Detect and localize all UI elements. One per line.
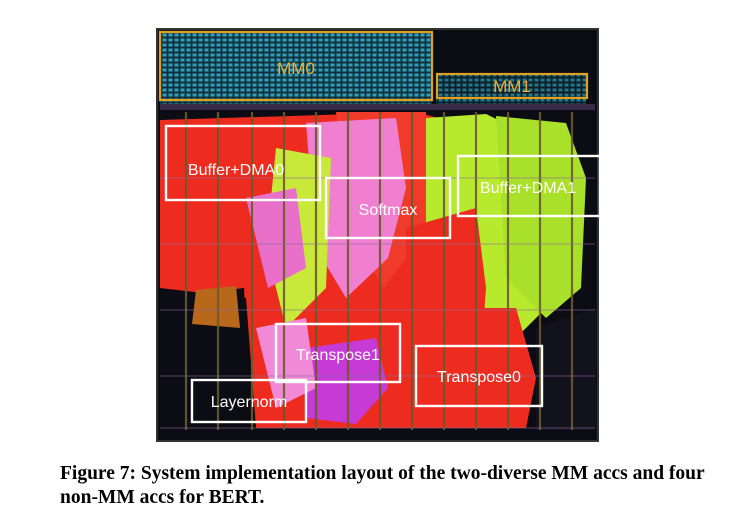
mm1-grid [436, 74, 586, 106]
figure-caption: Figure 7: System implementation layout o… [60, 463, 705, 508]
transpose0-label: Transpose0 [437, 369, 521, 386]
orange-patch [192, 286, 240, 328]
buffer-dma1-box [456, 154, 599, 218]
mm0-grid [160, 32, 432, 106]
fpga-layout-figure: MM0 MM1 Buffer+DMA0 Softmax Buffer+DMA1 … [156, 28, 599, 442]
transpose1-label: Transpose1 [296, 347, 380, 364]
chip-border [156, 28, 599, 442]
buffer-dma1-label: Buffer+DMA1 [480, 180, 576, 197]
layernorm-label: Layernorm [211, 394, 287, 411]
transpose0-box [414, 344, 544, 408]
routing-columns [184, 112, 574, 430]
mm0-label: MM0 [277, 59, 315, 78]
transpose1-box [274, 322, 402, 384]
mm0-box [158, 30, 434, 102]
softmax-box [324, 176, 452, 240]
buffer-dma0-box [164, 124, 322, 202]
layernorm-box [190, 378, 308, 424]
dark-void [536, 308, 596, 430]
buffer-dma0-label: Buffer+DMA0 [188, 162, 284, 179]
softmax-label: Softmax [359, 202, 418, 219]
pink-blob [246, 188, 306, 288]
clock-row [160, 104, 595, 110]
pink-blob [256, 318, 316, 408]
red-blob [446, 308, 536, 428]
mm1-box [435, 72, 589, 100]
mm1-label: MM1 [493, 77, 531, 96]
